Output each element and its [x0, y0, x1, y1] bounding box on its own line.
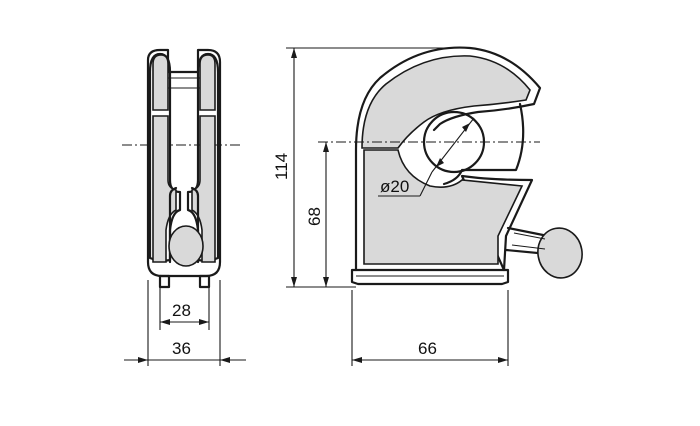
front-view-body-fill: [363, 149, 524, 265]
side-view-right-band: [191, 115, 216, 263]
front-view-handle-ball: [537, 227, 583, 279]
hole-diameter-arrow-low: [436, 158, 444, 167]
hole-leader: [419, 171, 433, 197]
front-view-handle-shaft-inner: [511, 232, 546, 250]
side-view-inner-u: [168, 186, 200, 264]
dim-68-label: 68: [305, 207, 324, 226]
dim-114-arrow-bottom: [291, 277, 297, 287]
dim-114-label: 114: [272, 153, 291, 180]
side-view-right-tip: [199, 54, 216, 111]
front-view: ø20 114 68 66: [272, 46, 583, 366]
dim-66-arrow-right: [498, 357, 508, 363]
side-view: 28 36: [122, 48, 246, 366]
hole-diameter-arrow-high: [462, 123, 470, 132]
front-view-base: [350, 268, 510, 286]
front-view-body-outline: [354, 46, 542, 272]
dim-36-arrow-right: [220, 357, 230, 363]
side-view-left-tip: [152, 54, 169, 111]
side-view-left-foot: [158, 274, 171, 289]
dim-28-label: 28: [172, 301, 191, 320]
dim-36-arrow-left: [138, 357, 148, 363]
dim-hole-label: ø20: [380, 177, 409, 196]
dim-68-arrow-bottom: [323, 277, 329, 287]
dim-114-arrow-top: [291, 48, 297, 58]
side-view-body-outline: [146, 48, 222, 278]
side-view-left-band: [152, 115, 177, 263]
front-view-hook-band: [361, 55, 531, 149]
dim-66-label: 66: [418, 339, 437, 358]
dim-68-arrow-top: [323, 142, 329, 152]
dim-36-label: 36: [172, 339, 191, 358]
dim-28-arrow-left: [160, 319, 170, 325]
front-view-jaw-outline: [442, 102, 525, 186]
dim-66-arrow-left: [352, 357, 362, 363]
side-view-handle-ball: [168, 225, 204, 267]
side-view-right-foot: [198, 274, 211, 289]
dim-28-arrow-right: [199, 319, 209, 325]
